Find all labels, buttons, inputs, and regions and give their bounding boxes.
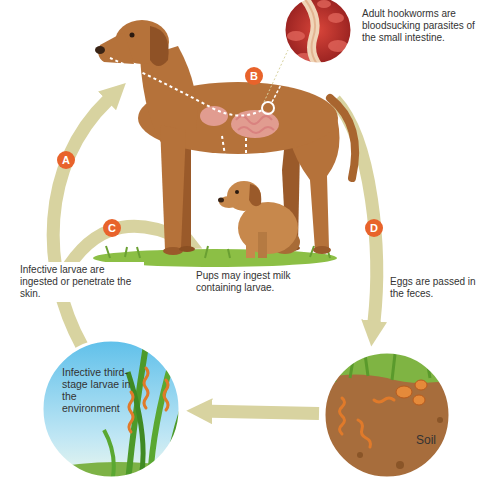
- grass-blade: [104, 430, 114, 482]
- dog-paw: [179, 246, 195, 252]
- soil-speck: [396, 461, 404, 469]
- intestine-coils: [236, 116, 274, 133]
- soil-circle: Soil: [323, 351, 451, 479]
- larva: [164, 380, 168, 410]
- circle-outline: [323, 351, 451, 479]
- egg: [413, 395, 425, 405]
- blood-cell: [328, 13, 344, 23]
- node-text: Adult hookworms are bloodsucking parasit…: [362, 8, 486, 44]
- dog-leg: [160, 125, 186, 250]
- magnify-spot: [262, 102, 274, 114]
- environment-circle: Infective third-stage larvae in the envi…: [40, 338, 182, 480]
- node-text: Soil: [416, 434, 450, 446]
- callout-letter: B: [245, 67, 263, 85]
- note-text: Pups may ingest milk containing larvae.: [196, 270, 308, 294]
- pup-eye: [235, 190, 239, 194]
- pup-ear: [249, 184, 261, 206]
- hookworm-line: [304, 0, 320, 68]
- milk-path: [222, 136, 246, 164]
- grass-blade: [128, 345, 146, 482]
- egg: [396, 386, 412, 398]
- larva: [340, 398, 345, 434]
- soil-speck: [437, 417, 443, 423]
- soil-speck: [357, 452, 363, 458]
- note-text: Infective larvae are ingested or penetra…: [18, 262, 144, 302]
- pup-snout: [219, 196, 239, 208]
- dog-ear: [150, 26, 169, 66]
- blood-cell: [287, 31, 305, 41]
- cycle-arrow: [211, 411, 319, 413]
- egg: [415, 380, 427, 390]
- intestine: [231, 110, 279, 138]
- callout-letter: C: [103, 219, 121, 237]
- hookworm: [304, 0, 320, 68]
- circle-border: [42, 340, 180, 478]
- callout-letter: D: [365, 219, 383, 237]
- pup-nose: [218, 198, 224, 203]
- callout-letter: A: [57, 151, 75, 169]
- grass-blade: [165, 400, 185, 482]
- pup-leg: [246, 230, 255, 258]
- larva: [144, 368, 148, 408]
- blood-cell: [317, 0, 331, 8]
- note-text: Eggs are passed in the feces.: [390, 276, 478, 300]
- milk-arrowheads: [221, 162, 251, 172]
- magnified-circle: Adult hookworms are bloodsucking parasit…: [282, 0, 487, 66]
- leader-line: [272, 56, 296, 102]
- node-text: Infective third-stage larvae in the envi…: [62, 366, 136, 414]
- dog-paw: [313, 246, 331, 254]
- cycle-arrow: [53, 100, 108, 346]
- circle-border: [324, 352, 450, 478]
- larva: [374, 398, 394, 402]
- dog-eye: [130, 33, 135, 38]
- circle-border: [284, 0, 352, 64]
- pup-leg: [258, 232, 267, 258]
- leader-line: [264, 50, 288, 102]
- larva: [358, 420, 371, 447]
- larva: [129, 392, 133, 432]
- dog-nose: [95, 46, 105, 54]
- migration-path: [110, 58, 262, 116]
